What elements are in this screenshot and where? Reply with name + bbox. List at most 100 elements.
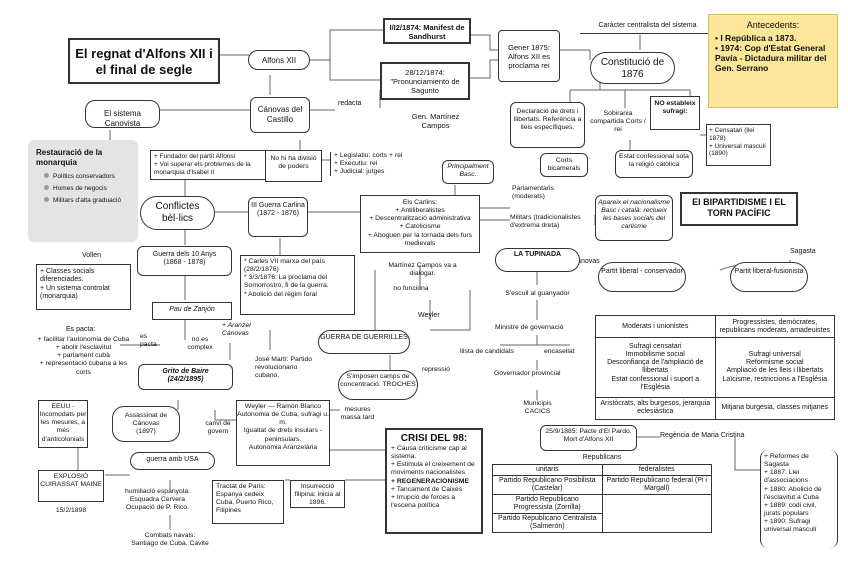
node-manifest: I/I2/1874: Manifest de Sandhurst bbox=[383, 18, 471, 44]
node-principalment: Principalment Basc. bbox=[442, 160, 494, 184]
restauracio-item-label: Polítics conservadors bbox=[53, 173, 115, 181]
label-es-pacta: Es pacta: bbox=[66, 326, 96, 333]
restauracio-item: Militars d'alta graduació bbox=[44, 196, 130, 205]
node-tupinada: LA TUPINADA bbox=[495, 248, 580, 272]
node-humiliacio: humiliació espanyola: Esquadra Cervera O… bbox=[125, 488, 190, 512]
node-pau-zanjon: Pau de Zanjón bbox=[152, 302, 232, 320]
label-aranzel: + Aranzel Cánovas bbox=[222, 322, 251, 338]
crisi-title: CRISI DEL 98: bbox=[400, 433, 468, 444]
node-municipis: Municipis CACICS bbox=[523, 400, 552, 416]
label-vollen: Vollen bbox=[82, 252, 102, 259]
restauracio-title: Restauració de la monarquia bbox=[36, 148, 103, 167]
table-cell: Progressistes, demòcrates, republicans m… bbox=[714, 314, 835, 339]
node-apareix: Apareix el nacionalisme Basc i català: r… bbox=[595, 195, 673, 241]
node-pronunciament: 28/12/1874: "Pronunciamiento de Sagunto bbox=[380, 62, 470, 100]
node-guerra10: Guerra dels 10 Anys (1868 - 1878) bbox=[137, 246, 232, 276]
node-governador: Governador provincial bbox=[494, 370, 561, 377]
node-regencia: Regència de Maria Cristina bbox=[660, 432, 745, 439]
bullet-icon bbox=[44, 196, 49, 202]
table-cell: Partido Republicano federal (Pi i Margal… bbox=[601, 475, 712, 496]
table-cell: Sufragi censatari Immobilisme social Des… bbox=[595, 337, 716, 398]
table-cell: Aristòcrats, alts burgesos, jerarquia ec… bbox=[595, 396, 716, 421]
main-title: El regnat d'Alfons XII i el final de seg… bbox=[68, 38, 220, 84]
node-escull: S'escull al guanyador bbox=[505, 290, 570, 297]
table-cell bbox=[601, 494, 712, 514]
node-carles: * Carles VII marxa del país (28/2/1876) … bbox=[240, 255, 355, 315]
republicans-title: Republicans bbox=[582, 454, 622, 461]
node-constitucio: Constitució de 1876 bbox=[590, 52, 675, 84]
node-guerrilles: GUERRA DE GUERRILLES bbox=[318, 330, 410, 354]
node-estat: Estat confessional sota la religió catòl… bbox=[615, 150, 693, 178]
node-caracter: Caràcter centralista del sistema bbox=[580, 22, 715, 34]
label-repressio: repressió bbox=[422, 366, 450, 373]
label-redacta: redacta bbox=[338, 100, 362, 107]
table-cell: Partido Republicano Progressista (Zorril… bbox=[492, 494, 603, 515]
crisi-box: CRISI DEL 98: + Causa criticisme cap al … bbox=[385, 428, 483, 534]
node-corts: Corts bicamerals bbox=[540, 153, 588, 177]
node-ministre: Ministre de governació bbox=[495, 324, 564, 331]
crisi-regeneracionisme: + REGENERACIONISME bbox=[391, 477, 469, 485]
node-no-estableix: NO estableix sufragi: bbox=[650, 96, 700, 130]
node-conflictes: Conflictes bèl·lics bbox=[140, 196, 215, 230]
restauracio-item: Homes de negocis bbox=[44, 184, 130, 193]
node-alfons: Alfons XII bbox=[248, 50, 310, 70]
node-no-divisio: No hi ha divisió de poders bbox=[265, 150, 322, 182]
table-cell: Moderats i unionistes bbox=[595, 314, 716, 339]
node-sobirania: Sobirania compartida Corts / rei bbox=[590, 110, 646, 134]
node-marti: José Martí: Partido revolucionario cuban… bbox=[255, 356, 313, 380]
node-tractat: Tractat de Paris: Espanya cedeix Cuba, P… bbox=[212, 480, 284, 524]
node-canovas: Cánovas del Castillo bbox=[250, 97, 310, 133]
restauracio-item-label: Militars d'alta graduació bbox=[53, 196, 122, 204]
antecedents-note: Antecedents: • I República a 1873. • 197… bbox=[708, 14, 838, 108]
table-header: federalistes bbox=[601, 463, 712, 477]
node-encasellat: encasellat bbox=[544, 348, 575, 355]
label-mesures: mesures massa tard bbox=[340, 406, 375, 422]
node-explosio: EXPLOSIÓ CUIRASSAT MAINE bbox=[38, 470, 104, 502]
pacta-items: + facilitar l'autonomia de Cuba + abolir… bbox=[37, 336, 130, 376]
node-weyler-box: Weyler — Ramón Blanco Autonomia de Cuba,… bbox=[236, 400, 330, 466]
label-explosio-date: 15/2/1898 bbox=[55, 507, 87, 514]
node-combats: Combats navals: Santiago de Cuba, Cavite bbox=[131, 532, 209, 548]
label-canovas: Cánovas bbox=[572, 258, 600, 265]
node-partit-liberal: Partit liberal - conservador bbox=[598, 262, 686, 292]
node-imposen: S'imposen camps de concentració: TROCHES bbox=[338, 370, 418, 400]
label-sagasta: Sagasta bbox=[790, 248, 816, 255]
node-reformes: + Reformes de Sagasta + 1887: Llei d'ass… bbox=[760, 450, 838, 548]
restauracio-item-label: Homes de negocis bbox=[53, 184, 107, 192]
node-sufragi: + Censatari (llei 1878) + Universal masc… bbox=[706, 124, 771, 166]
node-pacte: 25/9/1885: Pacte d'El Pardo. Mort d'Alfo… bbox=[540, 425, 637, 451]
restauracio-item: Polítics conservadors bbox=[44, 173, 130, 181]
node-partit-fusion: Partit liberal-fusionista bbox=[730, 262, 808, 292]
table-cell bbox=[601, 513, 712, 534]
label-es-pacta-arrow: es pacta bbox=[140, 333, 157, 349]
antecedents-item: • 1974: Cop d'Estat General Pavía - Dict… bbox=[715, 42, 827, 74]
table-cell: Mitjana burgesia, classes mitjanes bbox=[714, 396, 835, 421]
label-no-complex: no es complex bbox=[187, 336, 213, 352]
node-poders: + Legislatiu: corts + rei + Executiu: re… bbox=[330, 152, 430, 177]
antecedents-item: • I República a 1873. bbox=[715, 32, 797, 43]
vollen-notes: + Classes socials diferenciades. + Un si… bbox=[36, 264, 131, 310]
node-sistema: El sistema Canovista bbox=[85, 100, 160, 128]
crisi-items2: + Tancament de Caixes + Irrupció de forc… bbox=[391, 485, 463, 510]
crisi-items: + Causa criticisme cap al sistema. + Est… bbox=[391, 445, 475, 477]
node-martinez-campos: Gen. Martínez Campos bbox=[411, 112, 460, 130]
node-insurreccio: Insurrecció filipina: inicia al 1896. bbox=[290, 480, 345, 508]
node-guerra-carlina: III Guerra Carlina (1872 - 1876) bbox=[248, 197, 308, 237]
label-canvi: canvi de govern bbox=[205, 420, 231, 436]
label-no-funciona: no funciona bbox=[393, 285, 429, 292]
node-declaracio: Declaració de drets i llibertats. Referè… bbox=[510, 102, 585, 148]
table-cell: Partido Republicano Posibilista (Castela… bbox=[492, 475, 603, 496]
republicans-table: unitaris federalistes Partido Republican… bbox=[492, 463, 712, 534]
canovas-notes: + Fundador del partit Alfonsí + Vol supe… bbox=[150, 150, 270, 180]
node-parlamentaris: Parlamentaris (moderats) bbox=[512, 185, 554, 201]
node-gener: Gener 1875: Alfons XII es proclama rei bbox=[498, 30, 560, 82]
node-militars: Militars (tradicionalistes d'extrema dre… bbox=[510, 214, 581, 230]
node-martinez-dialogar: Martínez Campos va a dialogar. bbox=[388, 262, 457, 278]
label-weyler: Weyler bbox=[418, 312, 440, 319]
node-eeuu: EEUU - Incomodats per les mesures, a més… bbox=[38, 400, 88, 448]
table-cell: Partido Republicano Centralista (Salmeró… bbox=[492, 513, 603, 534]
node-assassinat: Assassinat de Cánovas (1897) bbox=[112, 406, 180, 442]
table-cell: Sufragi universal Reformisme social Ampl… bbox=[714, 337, 835, 398]
node-grito: Grito de Baire (24/2/1895) bbox=[138, 364, 233, 390]
